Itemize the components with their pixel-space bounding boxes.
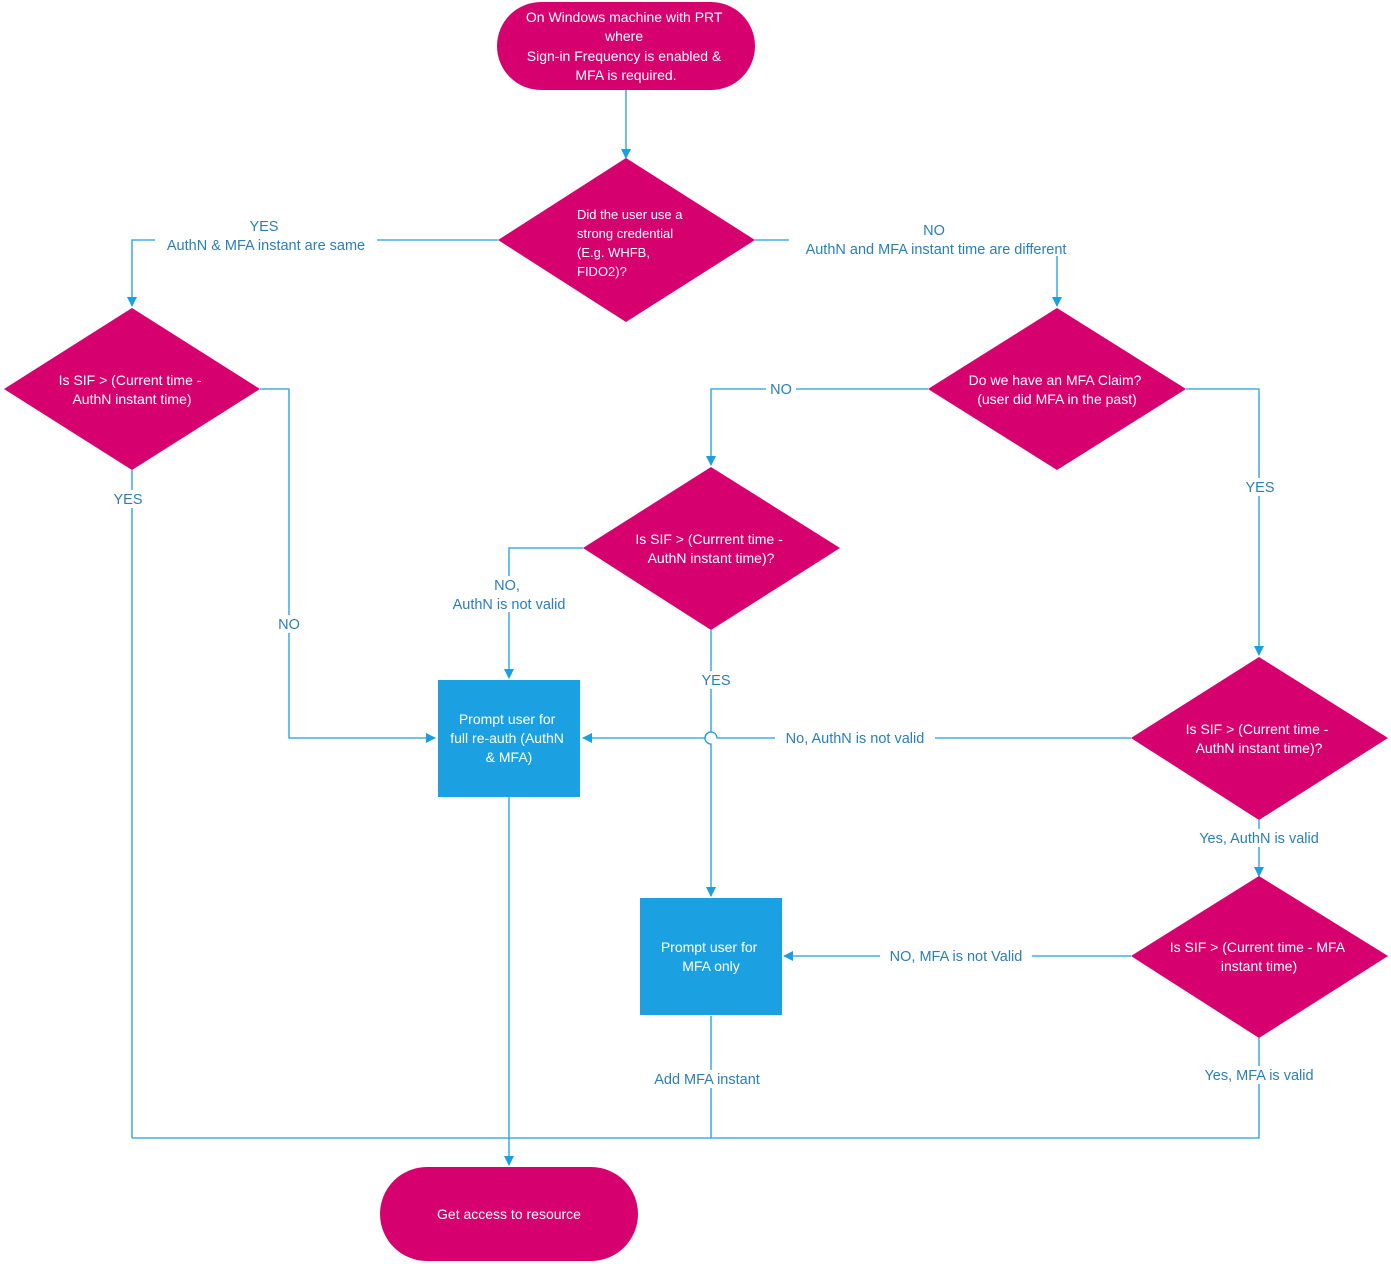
edge-labels: YES AuthN & MFA instant are same NO Auth…: [113, 219, 1328, 1088]
decision-sif-left: Is SIF > (Current time - AuthN instant t…: [4, 308, 260, 470]
label-right-mfa-no: NO, MFA is not Valid: [890, 949, 1023, 965]
decision-strong-credential-text: Did the user use a strong credential (E.…: [577, 207, 686, 279]
label-mid-yes: YES: [701, 673, 730, 689]
end-node: Get access to resource: [380, 1167, 638, 1261]
process-prompt-mfa-only-text: Prompt user for MFA only: [661, 939, 761, 974]
decision-mfa-claim: Do we have an MFA Claim? (user did MFA i…: [928, 308, 1186, 470]
label-mid-no: NO, AuthN is not valid: [453, 578, 566, 613]
process-prompt-full-reauth: Prompt user for full re-auth (AuthN & MF…: [438, 680, 580, 797]
edge-sif-middle-yes: [704, 630, 716, 897]
start-node-text: On Windows machine with PRT where Sign-i…: [526, 9, 726, 83]
start-node: On Windows machine with PRT where Sign-i…: [497, 2, 755, 90]
decision-sif-right-authn: Is SIF > (Current time - AuthN instant t…: [1131, 657, 1388, 820]
decision-sif-right-mfa-text: Is SIF > (Current time - MFA instant tim…: [1170, 939, 1349, 974]
edge-sif-middle-no: [504, 547, 583, 679]
decision-sif-middle-text: Is SIF > (Currrent time - AuthN instant …: [635, 531, 786, 566]
edge-sif-right-authn-no: [582, 731, 1131, 743]
decision-sif-left-text: Is SIF > (Current time - AuthN instant t…: [59, 372, 206, 407]
label-sif-left-no: NO: [278, 617, 300, 633]
decision-sif-right-authn-text: Is SIF > (Current time - AuthN instant t…: [1186, 721, 1333, 756]
process-prompt-full-reauth-text: Prompt user for full re-auth (AuthN & MF…: [450, 711, 568, 765]
label-right-mfa-yes: Yes, MFA is valid: [1204, 1068, 1313, 1084]
label-yes-same: YES AuthN & MFA instant are same: [167, 219, 365, 254]
edge-sif-left-no: [260, 388, 436, 743]
label-claim-yes: YES: [1245, 480, 1274, 496]
decision-sif-middle: Is SIF > (Currrent time - AuthN instant …: [583, 467, 840, 630]
edge-mfa-claim-no: [706, 388, 928, 466]
decision-mfa-claim-text: Do we have an MFA Claim? (user did MFA i…: [969, 372, 1146, 407]
label-add-mfa: Add MFA instant: [654, 1072, 760, 1088]
label-claim-no: NO: [770, 382, 792, 398]
process-prompt-mfa-only: Prompt user for MFA only: [640, 898, 782, 1015]
decision-sif-right-mfa: Is SIF > (Current time - MFA instant tim…: [1131, 876, 1388, 1038]
label-no-different: NO AuthN and MFA instant time are differ…: [806, 223, 1067, 258]
label-sif-left-yes: YES: [113, 492, 142, 508]
edge-mfa-claim-yes: [1186, 388, 1264, 656]
end-node-text: Get access to resource: [437, 1206, 581, 1222]
label-right-authn-yes: Yes, AuthN is valid: [1199, 831, 1319, 847]
decision-strong-credential: Did the user use a strong credential (E.…: [498, 158, 755, 322]
label-right-authn-no: No, AuthN is not valid: [786, 731, 925, 747]
